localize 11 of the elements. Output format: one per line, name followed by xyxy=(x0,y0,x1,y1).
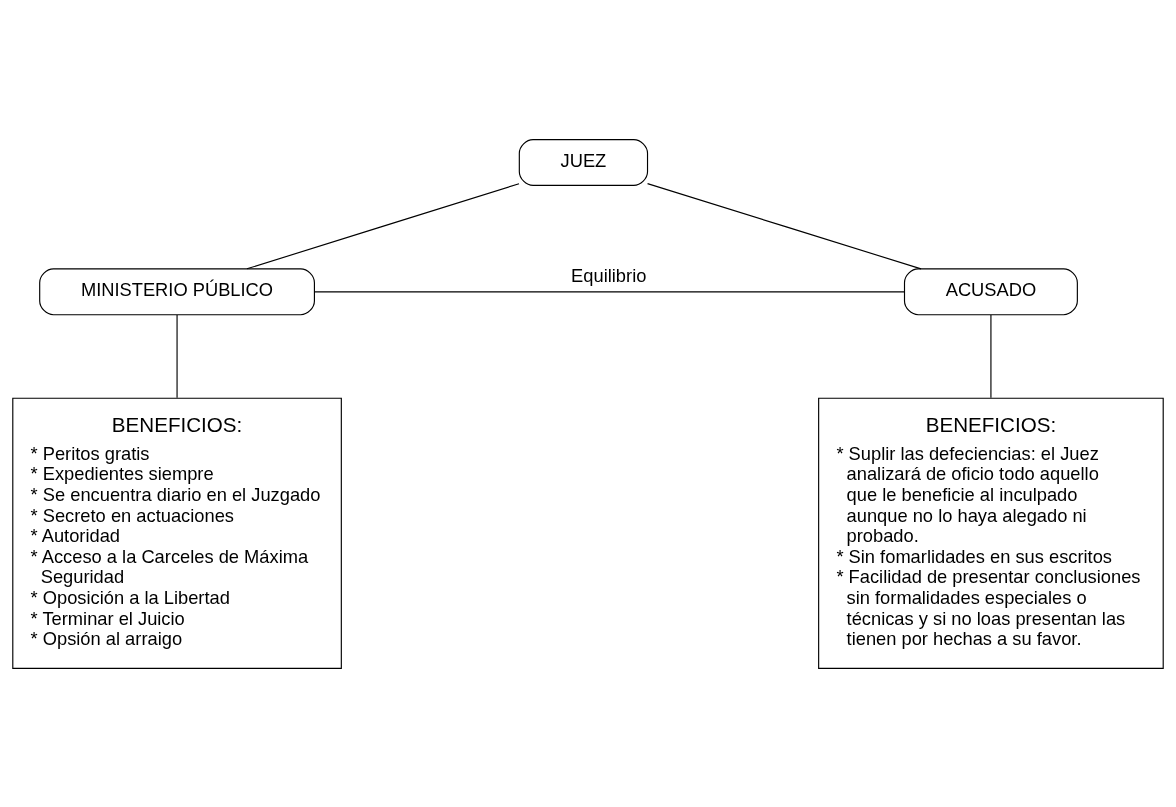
connector xyxy=(246,182,520,269)
node-box: JUEZ xyxy=(518,138,649,186)
connector xyxy=(990,314,992,398)
node-box: MINISTERIO PÚBLICO xyxy=(39,267,315,315)
node-box: BENEFICIOS: * Peritos gratis * Expedientes siempre * Se encuentra diario en el Juzgado * Secreto en actuaciones * Autoridad * Acceso a la Carceles de Máxima Seguridad * Oposición a la Libertad * Terminar el Juicio * Opsión al arraigo xyxy=(12,397,342,669)
node-box: BENEFICIOS: * Suplir las defeciencias: el Juez analizará de oficio todo aquello que le beneficie al inculpado aunque no lo haya alegado ni probado. * Sin fomarlidades en sus escritos * Facilidad de presentar conclusiones sin formalidades especiales o técnicas y si no loas presentan las tienen por hechas a su favor. xyxy=(818,397,1164,669)
connector xyxy=(646,182,922,269)
node-box: ACUSADO xyxy=(903,267,1078,315)
connector xyxy=(314,290,905,292)
edge-label: Equilibrio xyxy=(571,264,647,286)
connector xyxy=(176,314,178,398)
